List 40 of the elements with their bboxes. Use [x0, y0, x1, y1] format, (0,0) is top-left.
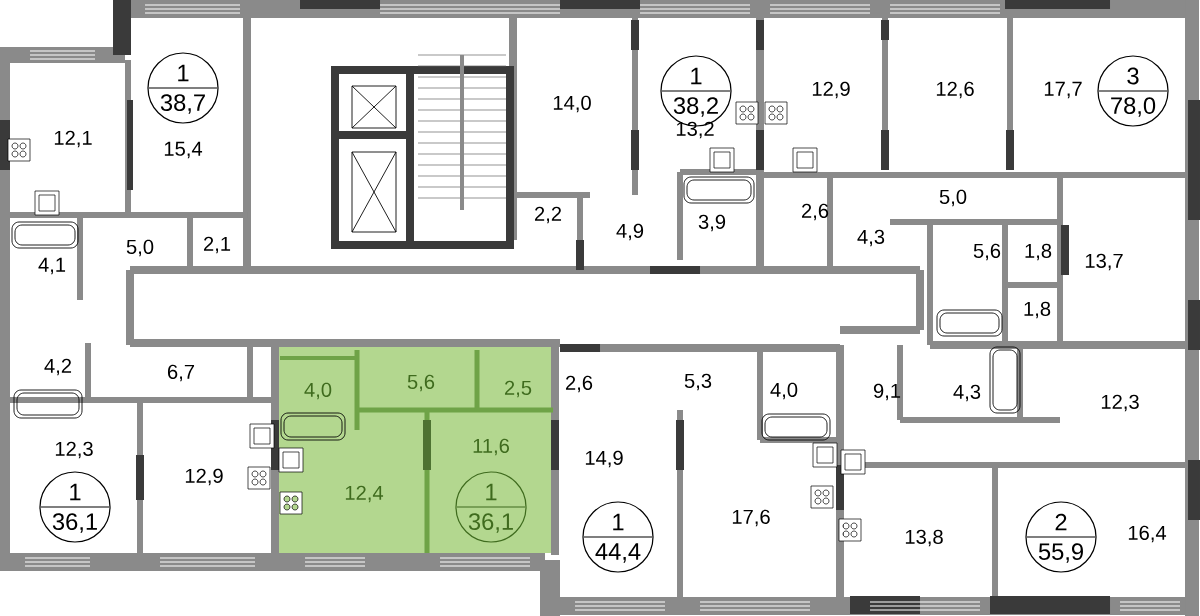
room-area: 12,4 — [345, 485, 384, 503]
room-area: 5,0 — [126, 239, 154, 257]
room-area: 4,2 — [44, 358, 72, 376]
room-area: 12,3 — [1101, 394, 1139, 412]
room-area: 5,6 — [407, 374, 435, 392]
room-area: 9,1 — [873, 383, 901, 401]
room-area: 2,1 — [204, 236, 231, 254]
room-area: 5,3 — [684, 373, 712, 391]
room-area: 16,4 — [1128, 525, 1167, 543]
apartment-badge: 3 78,0 — [1097, 55, 1169, 127]
apartment-badge: 1 38,7 — [147, 52, 219, 124]
room-area: 2,6 — [566, 375, 593, 393]
room-area: 4,0 — [770, 382, 798, 400]
room-area: 12,9 — [812, 81, 850, 99]
room-area: 17,6 — [732, 509, 770, 527]
room-area: 13,7 — [1085, 253, 1123, 271]
room-area: 12,1 — [54, 130, 92, 148]
room-area: 12,6 — [936, 81, 974, 99]
room-area: 14,0 — [553, 95, 591, 113]
room-area: 4,1 — [38, 257, 66, 275]
room-area: 2,5 — [505, 380, 532, 398]
room-area: 13,8 — [905, 529, 943, 547]
apartment-badge: 1 36,1 — [455, 471, 527, 543]
room-area: 6,7 — [168, 364, 195, 382]
apartment-badge: 1 44,4 — [582, 501, 654, 573]
apartment-badge: 2 55,9 — [1025, 501, 1097, 573]
room-area: 5,0 — [939, 189, 967, 207]
room-area: 2,6 — [802, 203, 829, 221]
room-area: 4,0 — [304, 382, 332, 400]
room-area: 4,9 — [616, 223, 644, 241]
room-area: 5,6 — [973, 243, 1001, 261]
room-area: 12,9 — [185, 468, 223, 486]
room-area: 3,9 — [698, 214, 726, 232]
room-area: 1,8 — [1024, 301, 1051, 319]
room-area: 4,3 — [857, 229, 885, 247]
room-area: 14,9 — [585, 450, 623, 468]
room-area: 1,8 — [1025, 243, 1052, 261]
room-area: 4,3 — [953, 384, 981, 402]
room-area: 2,2 — [535, 206, 562, 224]
apartment-badge: 1 36,1 — [39, 471, 111, 543]
